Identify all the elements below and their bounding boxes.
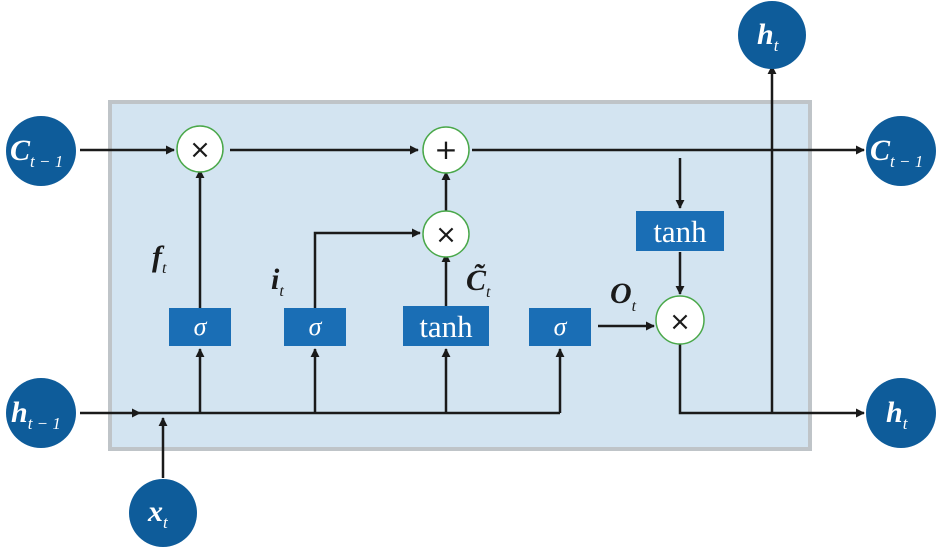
svg-text:Ot: Ot xyxy=(610,277,637,315)
label-f-t: ft xyxy=(152,240,167,277)
h-out-top-main: h xyxy=(757,18,774,51)
svg-text:xt: xt xyxy=(147,495,169,532)
node-c-next: Ct − 1 xyxy=(866,116,936,186)
gate-forget-sigma: σ xyxy=(169,308,231,346)
input-mult-symbol: × xyxy=(435,220,457,250)
svg-text:Ct − 1: Ct − 1 xyxy=(870,134,923,171)
gate-cell-tanh: tanh xyxy=(636,211,724,251)
node-h-out-right: ht xyxy=(866,378,936,448)
h-prev-main: h xyxy=(11,396,28,429)
c-prev-main: C xyxy=(10,134,31,167)
svg-text:C̃t: C̃t xyxy=(466,263,491,301)
o-main: O xyxy=(610,277,632,310)
label-c-tilde-t: C̃t xyxy=(466,263,491,301)
svg-text:ft: ft xyxy=(152,240,167,277)
h-out-right-main: h xyxy=(886,396,903,429)
label-i-t: it xyxy=(271,263,284,300)
gate-input-sigma: σ xyxy=(284,308,346,346)
connections xyxy=(80,65,865,478)
svg-text:Ct − 1: Ct − 1 xyxy=(10,134,63,171)
node-h-prev: ht − 1 xyxy=(6,378,76,448)
o-sub: t xyxy=(632,298,637,315)
svg-text:ht: ht xyxy=(757,18,780,55)
i-main: i xyxy=(271,263,280,296)
x-in-main: x xyxy=(147,495,163,528)
i-sub: t xyxy=(279,283,284,300)
f-main: f xyxy=(152,240,165,273)
cell-tanh-label: tanh xyxy=(653,214,707,249)
line-input-to-mult xyxy=(313,228,421,308)
line-output-mult-to-hout xyxy=(678,344,865,418)
c-next-main: C xyxy=(870,134,891,167)
h-out-right-sub: t xyxy=(903,414,909,433)
c-prev-sub: t − 1 xyxy=(30,152,63,171)
h-out-top-sub: t xyxy=(774,36,780,55)
output-gate-label: σ xyxy=(554,312,568,341)
svg-text:it: it xyxy=(271,263,284,300)
operator-output-mult: × xyxy=(655,295,705,345)
label-o-t: Ot xyxy=(610,277,637,315)
input-gate-label: σ xyxy=(309,312,323,341)
c-tilde-main: C̃ xyxy=(466,263,487,297)
f-sub: t xyxy=(162,260,167,277)
operator-forget-mult: × xyxy=(176,125,224,173)
node-c-prev: Ct − 1 xyxy=(6,116,76,186)
h-prev-sub: t − 1 xyxy=(28,414,61,433)
svg-text:ht: ht xyxy=(886,396,909,433)
svg-text:ht − 1: ht − 1 xyxy=(11,396,61,433)
cell-add-symbol: + xyxy=(434,133,457,166)
x-in-sub: t xyxy=(163,513,169,532)
c-tilde-sub: t xyxy=(486,284,491,301)
gate-output-sigma: σ xyxy=(529,308,591,346)
forget-gate-label: σ xyxy=(194,312,208,341)
output-mult-symbol: × xyxy=(669,307,691,337)
gate-candidate-tanh: tanh xyxy=(403,306,489,346)
candidate-gate-label: tanh xyxy=(419,309,473,344)
node-x-in: xt xyxy=(129,479,197,547)
operator-input-mult: × xyxy=(422,210,470,258)
node-h-out-top: ht xyxy=(738,1,806,69)
operator-cell-add: + xyxy=(422,126,470,174)
forget-mult-symbol: × xyxy=(189,135,211,165)
c-next-sub: t − 1 xyxy=(890,152,923,171)
